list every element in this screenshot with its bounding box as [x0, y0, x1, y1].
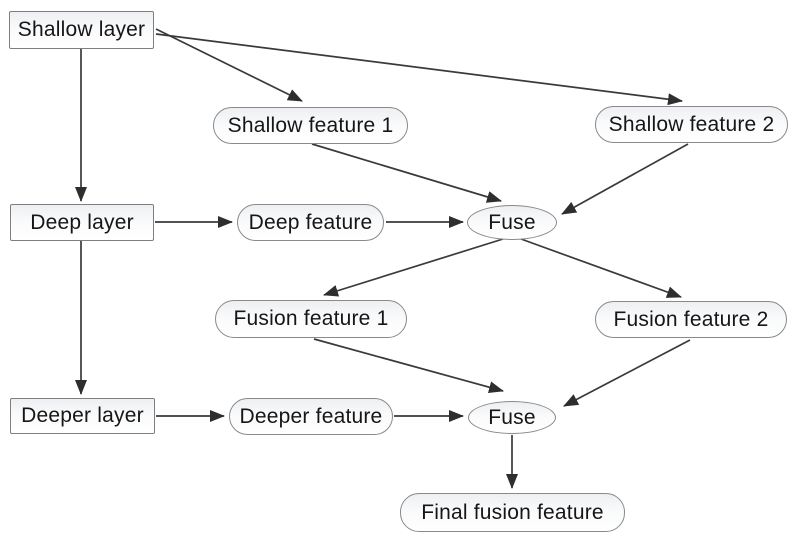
node-fuse-1: Fuse — [467, 205, 557, 240]
node-fuse-2: Fuse — [468, 401, 556, 434]
node-fusion-feature-2: Fusion feature 2 — [595, 301, 787, 338]
arrow-fusion-feature-2-to-fuse-2 — [563, 339, 691, 407]
arrow-shallow-feature-1-to-fuse-1 — [311, 143, 502, 203]
arrow-fuse-1-to-fusion-feature-1 — [323, 238, 504, 297]
node-deeper-layer: Deeper layer — [10, 398, 155, 434]
node-shallow-feature-2: Shallow feature 2 — [595, 106, 788, 143]
arrow-fuse-1-to-fusion-feature-2 — [520, 238, 682, 298]
node-deeper-feature: Deeper feature — [229, 398, 393, 435]
node-fusion-feature-1: Fusion feature 1 — [215, 300, 407, 338]
node-deep-layer: Deep layer — [10, 204, 154, 241]
arrow-shallow-feature-2-to-fuse-1 — [561, 143, 689, 215]
node-deep-feature: Deep feature — [237, 204, 384, 241]
node-shallow-feature-1: Shallow feature 1 — [213, 107, 408, 144]
arrow-shallow-layer-to-shallow-feature-2 — [155, 33, 683, 106]
node-shallow-layer: Shallow layer — [9, 11, 154, 49]
arrow-shallow-layer-to-shallow-feature-1 — [155, 28, 303, 102]
arrow-fusion-feature-1-to-fuse-2 — [313, 338, 504, 394]
node-final-fusion-feature: Final fusion feature — [400, 493, 625, 532]
